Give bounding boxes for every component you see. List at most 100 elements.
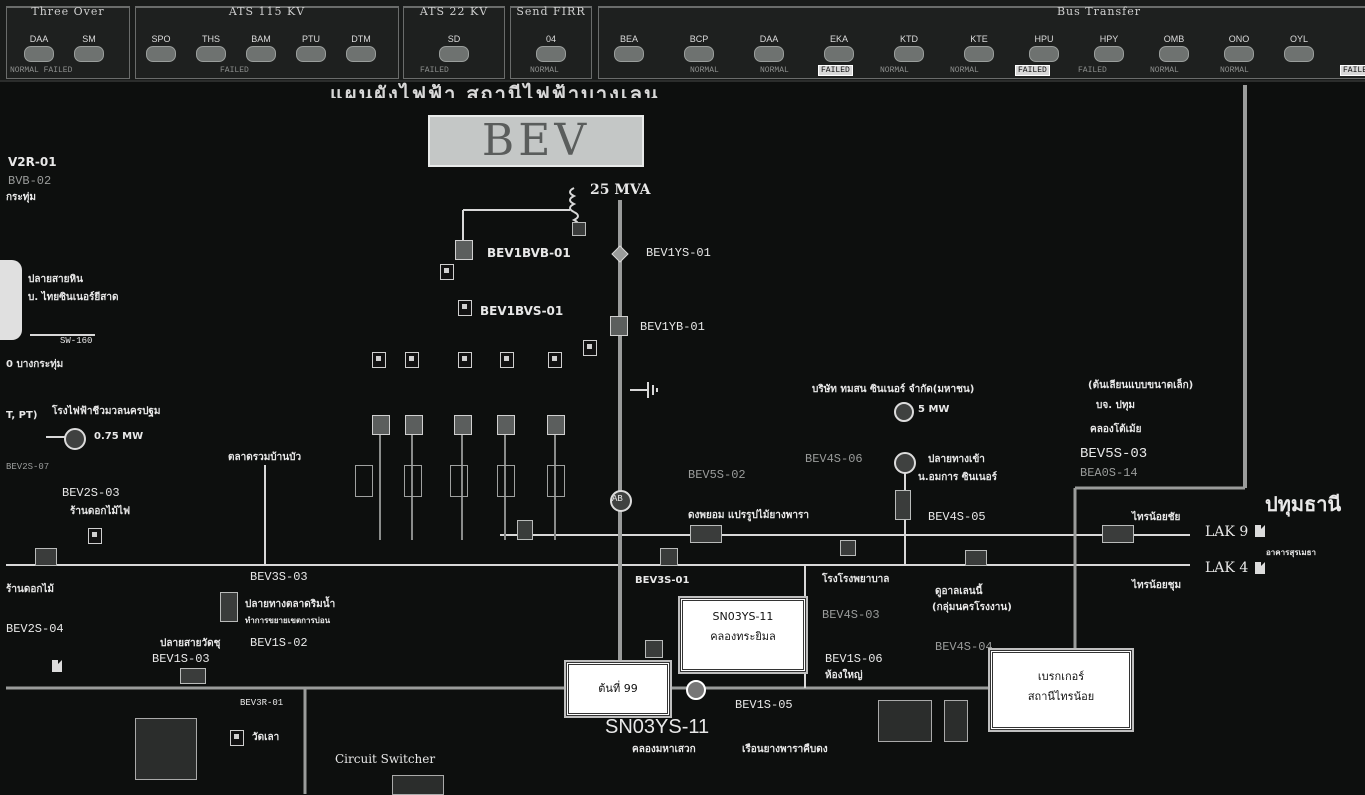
breaker-bev1bvb[interactable] [455,240,473,260]
switch-box[interactable] [1102,525,1134,543]
ab-node[interactable] [610,490,632,512]
tooltip-pole[interactable]: ต้นที่ 99 [566,662,670,716]
station-dtm[interactable]: DTM [341,34,381,62]
legend-panel[interactable] [135,718,197,780]
page-title: แผนผังไฟฟ้า สถานีไฟฟ้าบางเลน [330,82,660,98]
group-title: ATS 115 KV [228,5,306,18]
generator-icon[interactable] [894,402,914,422]
switch-box[interactable] [840,540,856,556]
station-ktd[interactable]: KTD [889,34,929,62]
station-oyl[interactable]: OYL [1279,34,1319,62]
status-badge[interactable] [1029,46,1059,62]
status-badge[interactable] [1284,46,1314,62]
switch-bev1bvs[interactable] [458,300,472,316]
label-bev1s-06: BEV1S-06 [825,652,883,666]
station-bam[interactable]: BAM [241,34,281,62]
status-badge[interactable] [439,46,469,62]
station-kte[interactable]: KTE [959,34,999,62]
status-badge[interactable] [146,46,176,62]
status-badge[interactable] [74,46,104,62]
station-04[interactable]: 04 [531,34,571,62]
feeder-breaker-1[interactable] [372,415,390,435]
label-mid-3: น.อมการ ซินเนอร์ [918,472,998,483]
feeder-cell[interactable] [450,465,468,497]
feeder-switch-4[interactable] [500,352,514,368]
feeder-switch-1[interactable] [372,352,386,368]
switch-box[interactable] [517,520,533,540]
station-spo[interactable]: SPO [141,34,181,62]
station-eka[interactable]: EKA [819,34,859,62]
feeder-switch-3[interactable] [458,352,472,368]
station-ths[interactable]: THS [191,34,231,62]
switch-box[interactable] [35,548,57,566]
status-text-11: NORMAL [1220,66,1249,75]
failed-tag[interactable]: FAILED [1340,65,1365,76]
switch-icon[interactable] [230,730,244,746]
switch-box[interactable] [645,640,663,658]
feeder-breaker-3[interactable] [454,415,472,435]
status-badge[interactable] [894,46,924,62]
failed-tag[interactable]: FAILED [1015,65,1050,76]
station-bea[interactable]: BEA [609,34,649,62]
station-sd[interactable]: SD [434,34,474,62]
node-sn03ys[interactable] [686,680,706,700]
station-hpu[interactable]: HPU [1024,34,1064,62]
feeder-cell[interactable] [404,465,422,497]
switch-box[interactable] [895,490,911,520]
breaker-bev1yb[interactable] [610,316,628,336]
switch-box[interactable] [690,525,722,543]
status-badge[interactable] [614,46,644,62]
feeder-breaker-2[interactable] [405,415,423,435]
status-badge[interactable] [1159,46,1189,62]
switch-box[interactable] [180,668,206,684]
tooltip-breaker[interactable]: เบรกเกอร์ สถานีไทรน้อย [990,650,1132,730]
label-wat: วัดเลา [252,732,280,743]
station-omb[interactable]: OMB [1154,34,1194,62]
tooltip-line-2: คลองทระยิมล [710,630,776,643]
switch-icon[interactable] [88,528,102,544]
feeder-breaker-4[interactable] [497,415,515,435]
station-daa-2[interactable]: DAA [749,34,789,62]
label-center-4: ปลายสายวัดชุ [160,638,221,649]
status-badge[interactable] [296,46,326,62]
station-ptu[interactable]: PTU [291,34,331,62]
station-hpy[interactable]: HPY [1089,34,1129,62]
station-bcp[interactable]: BCP [679,34,719,62]
legend-panel[interactable] [392,775,444,795]
status-badge[interactable] [1094,46,1124,62]
generator-icon[interactable] [64,428,86,450]
left-panel-tab[interactable] [0,260,22,340]
transformer-tap[interactable] [572,222,586,236]
switch-icon[interactable] [583,340,597,356]
legend-panel[interactable] [878,700,932,742]
feeder-breaker-5[interactable] [547,415,565,435]
feeder-switch-5[interactable] [548,352,562,368]
status-badge[interactable] [536,46,566,62]
station-sm[interactable]: SM [69,34,109,62]
feeder-cell[interactable] [547,465,565,497]
status-badge[interactable] [824,46,854,62]
switch-box[interactable] [220,592,238,622]
switch-icon[interactable] [440,264,454,280]
status-badge[interactable] [684,46,714,62]
station-daa[interactable]: DAA [19,34,59,62]
status-badge[interactable] [24,46,54,62]
legend-panel[interactable] [944,700,968,742]
station-ono[interactable]: ONO [1219,34,1259,62]
switch-box[interactable] [965,550,987,566]
feeder-cell[interactable] [355,465,373,497]
feeder-cell[interactable] [497,465,515,497]
feeder-switch-2[interactable] [405,352,419,368]
status-badge[interactable] [964,46,994,62]
status-badge[interactable] [1224,46,1254,62]
generator-icon[interactable] [894,452,916,474]
label-mid-2: ปลายทางเข้า [928,454,985,465]
status-badge[interactable] [196,46,226,62]
switch-box[interactable] [660,548,678,566]
status-badge[interactable] [754,46,784,62]
status-badge[interactable] [246,46,276,62]
substation-name[interactable]: BEV [428,115,644,167]
tooltip-sn03ys[interactable]: SN03YS-11 คลองทระยิมล [680,598,806,672]
status-badge[interactable] [346,46,376,62]
failed-tag[interactable]: FAILED [818,65,853,76]
